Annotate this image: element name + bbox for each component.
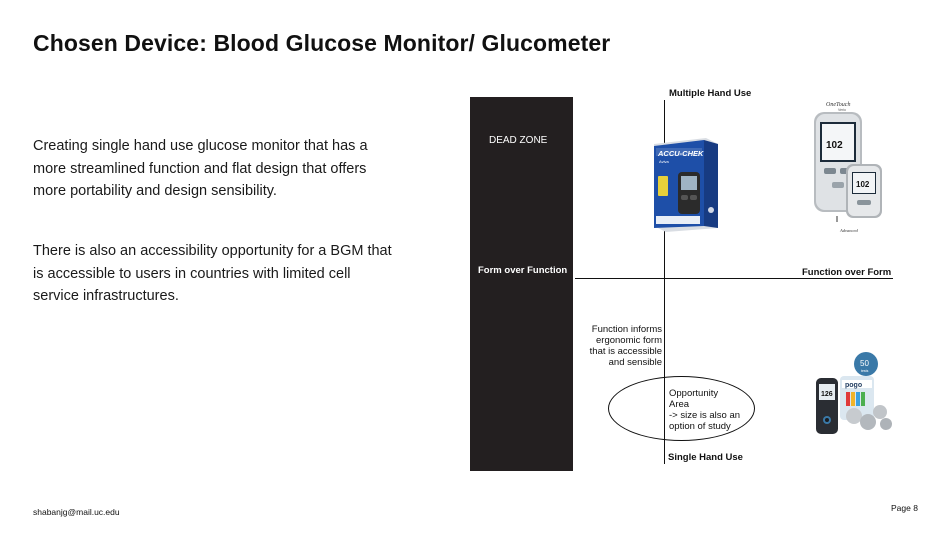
horizontal-axis-line [575, 278, 893, 279]
opportunity-line: option of study [669, 421, 731, 432]
intro-paragraph: Creating single hand use glucose monitor… [33, 138, 368, 199]
axis-label-right: Function over Form [802, 267, 892, 278]
onetouch-reading-large: 102 [826, 140, 843, 151]
accessibility-paragraph: There is also an accessibility opportuni… [33, 243, 392, 304]
onetouch-footer: Advanced [839, 228, 858, 233]
page-number: Page 8 [891, 503, 918, 513]
opportunity-line: Area [669, 399, 690, 410]
onetouch-reading-small: 102 [856, 180, 870, 189]
dead-zone-label: DEAD ZONE [489, 135, 548, 146]
axis-label-top: Multiple Hand Use [669, 88, 752, 99]
onetouch-sub: Verio [838, 108, 846, 112]
opportunity-line: Opportunity [669, 388, 719, 399]
dead-zone-block [470, 97, 573, 471]
accu-chek-model: Aviva [659, 159, 669, 164]
page-title: Chosen Device: Blood Glucose Monitor/ Gl… [33, 30, 611, 56]
onetouch-brand: OneTouch [826, 102, 850, 108]
pogo-brand: pogo [845, 382, 862, 389]
pogo-badge-text: tests [861, 369, 869, 373]
opportunity-line: -> size is also an [669, 410, 741, 421]
footer-email: shabanjg@mail.uc.edu [33, 507, 120, 517]
accu-chek-product-image: ACCU-CHEK Aviva [654, 138, 718, 232]
vertical-axis-line [664, 100, 665, 464]
axis-label-bottom: Single Hand Use [668, 452, 743, 463]
pogo-reading: 126 [821, 391, 833, 398]
pogo-badge-number: 50 [860, 359, 869, 368]
accu-chek-brand: ACCU-CHEK [657, 149, 704, 158]
opportunity-ellipse [608, 376, 755, 441]
onetouch-product-image: OneTouch Verio 102 102 Advanced [814, 102, 882, 233]
axis-label-left: Form over Function [478, 265, 568, 276]
function-note: Function informs ergonomic form that is … [589, 324, 662, 368]
opportunity-text: Opportunity Area -> size is also an opti… [669, 388, 751, 432]
pogo-product-image: 50 tests pogo 126 [816, 352, 892, 434]
